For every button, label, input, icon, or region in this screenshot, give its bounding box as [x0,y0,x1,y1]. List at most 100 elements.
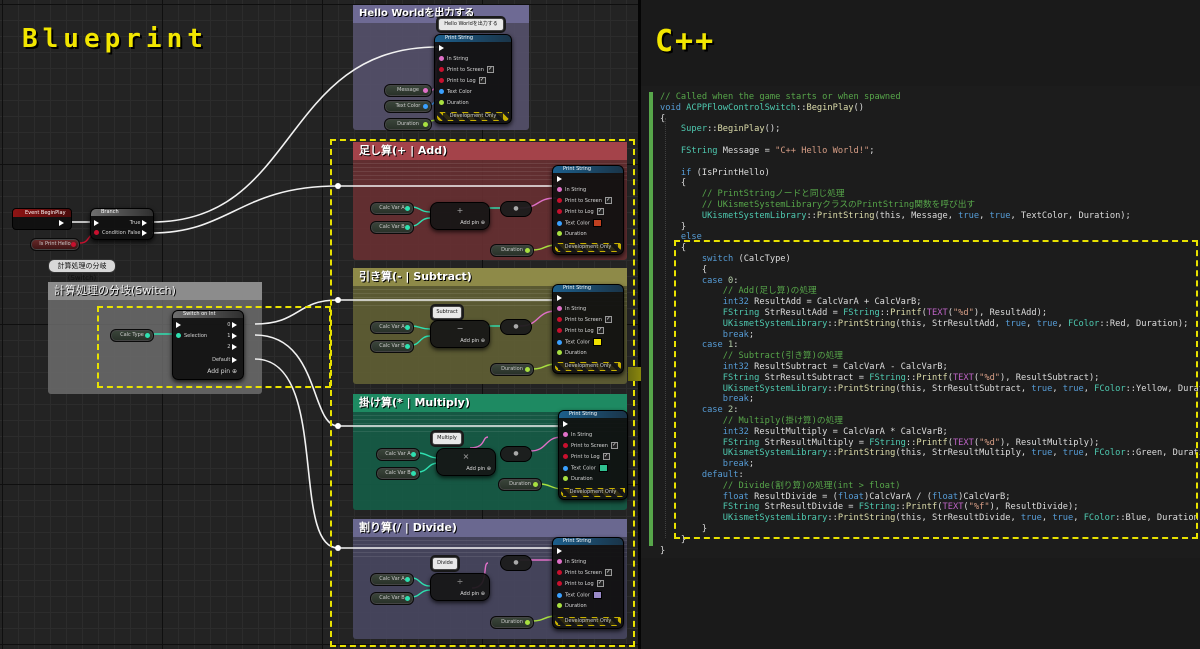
print-to-screen-pin[interactable]: Print to Screen✓ [439,66,494,74]
exec-pin[interactable] [439,44,447,52]
subtract-node[interactable]: −Add pin ⊕ [430,320,490,348]
branch-node[interactable]: Branch Condition True False [90,208,154,240]
code-line: FString StrResultMultiply = FString::Pri… [722,437,1100,448]
in-string-pin[interactable]: In String [557,558,586,566]
add-pin-button[interactable]: Add pin ⊕ [466,466,491,472]
exec-pin[interactable] [557,547,565,555]
code-line: // Add(足し算)の処理 [722,286,817,297]
exec-pin[interactable] [94,219,102,227]
duration-variable[interactable]: Duration [490,616,534,629]
in-string-pin[interactable]: In String [563,431,592,439]
print-string-node-hello[interactable]: Print String In String Print to Screen✓ … [434,34,512,124]
to-string-node[interactable]: ● [500,555,532,571]
print-string-node-add[interactable]: Print String In String Print to Screen✓ … [552,165,624,255]
is-print-hello-variable[interactable]: Is Print Hello [30,238,80,251]
duration-pin[interactable]: Duration [439,99,469,107]
calc-var-b-variable[interactable]: Calc Var B [370,221,414,234]
code-line: } [660,545,666,556]
message-variable[interactable]: Message [384,84,432,97]
duration-pin[interactable]: Duration [557,349,587,357]
calc-var-a-variable[interactable]: Calc Var A [370,321,414,334]
in-string-pin[interactable]: In String [557,305,586,313]
comment-bubble[interactable]: 計算処理の分岐(Switch) [48,259,116,282]
calc-var-b-variable[interactable]: Calc Var B [376,467,420,480]
text-color-pin[interactable]: Text Color [557,591,602,599]
multiply-literal[interactable]: Multiply [432,432,462,445]
add-pin-button[interactable]: Add pin ⊕ [460,591,485,597]
duration-pin[interactable]: Duration [563,475,593,483]
switch-on-int-node[interactable]: Switch on Int Selection 0 1 2 Default Ad… [172,310,244,380]
text-color-pin[interactable]: Text Color [557,219,602,227]
divide-literal[interactable]: Divide [432,557,458,570]
event-beginplay-node[interactable]: Event BeginPlay [12,208,72,230]
calc-var-a-variable[interactable]: Calc Var A [376,448,420,461]
exec-pin[interactable] [563,420,571,428]
exec-pin[interactable] [557,175,565,183]
exec-pin[interactable] [176,321,184,329]
blueprint-title: Blueprint [22,24,208,54]
print-to-log-pin[interactable]: Print to Log✓ [557,208,604,216]
to-string-node[interactable]: ● [500,446,532,462]
selection-pin[interactable]: Selection [176,332,207,340]
duration-pin[interactable]: Duration [557,230,587,238]
default-pin[interactable]: Default [212,356,240,364]
text-color-pin[interactable]: Text Color [439,88,472,96]
true-pin[interactable]: True [130,219,150,227]
text-color-variable[interactable]: Text Color [384,100,432,113]
print-to-screen-pin[interactable]: Print to Screen✓ [557,197,612,205]
cpp-title: C++ [655,24,716,59]
print-to-log-pin[interactable]: Print to Log✓ [557,580,604,588]
code-line: { [660,178,687,189]
calc-type-variable[interactable]: Calc Type [110,329,154,342]
code-line: default: [701,470,744,480]
add-node[interactable]: +Add pin ⊕ [430,202,490,230]
duration-variable[interactable]: Duration [490,244,534,257]
code-line: } [660,524,708,534]
duration-variable[interactable]: Duration [490,363,534,376]
blueprint-graph[interactable]: Blueprint Hello Worldを出力する 足し算(+ | Add) … [0,0,638,649]
calc-var-b-variable[interactable]: Calc Var B [370,340,414,353]
multiply-node[interactable]: ×Add pin ⊕ [436,448,496,476]
add-pin-button[interactable]: Add pin ⊕ [460,338,485,344]
in-string-pin[interactable]: In String [557,186,586,194]
calc-var-a-variable[interactable]: Calc Var A [370,202,414,215]
condition-pin[interactable]: Condition [94,229,126,237]
comment-title: 割り算(/ | Divide) [353,519,627,537]
hello-literal[interactable]: Hello Worldを出力する [438,18,504,31]
text-color-pin[interactable]: Text Color [557,338,602,346]
exec-pin[interactable] [557,294,565,302]
print-to-log-pin[interactable]: Print to Log✓ [563,453,610,461]
print-string-node-subtract[interactable]: Print String In String Print to Screen✓ … [552,284,624,374]
calc-var-a-variable[interactable]: Calc Var A [370,573,414,586]
case-2-pin[interactable]: 2 [227,343,240,351]
calc-var-b-variable[interactable]: Calc Var B [370,592,414,605]
case-1-pin[interactable]: 1 [227,332,240,340]
to-string-node[interactable]: ● [500,319,532,335]
text-color-pin[interactable]: Text Color [563,464,608,472]
print-string-node-divide[interactable]: Print String In String Print to Screen✓ … [552,537,624,629]
print-to-screen-pin[interactable]: Print to Screen✓ [563,442,618,450]
to-string-node[interactable]: ● [500,201,532,217]
cases-highlight [330,139,635,647]
print-to-screen-pin[interactable]: Print to Screen✓ [557,316,612,324]
code-line: int32 ResultAdd = CalcVarA + CalcVarB; [722,297,922,308]
code-line: // Divide(割り算)の処理(int > float) [722,480,901,491]
add-pin-button[interactable]: Add pin ⊕ [460,220,485,226]
print-to-log-pin[interactable]: Print to Log✓ [439,77,486,85]
node-title: Print String [553,166,623,173]
subtract-literal[interactable]: Subtract [432,306,462,319]
duration-variable[interactable]: Duration [384,118,432,131]
print-to-screen-pin[interactable]: Print to Screen✓ [557,569,612,577]
panel-divider [638,0,641,649]
case-0-pin[interactable]: 0 [227,321,240,329]
divide-node[interactable]: ÷Add pin ⊕ [430,573,490,601]
duration-variable[interactable]: Duration [498,478,542,491]
add-pin-button[interactable]: Add pin ⊕ [207,368,237,375]
false-pin[interactable]: False [128,229,150,237]
code-editor[interactable] [641,86,1200,558]
print-to-log-pin[interactable]: Print to Log✓ [557,327,604,335]
in-string-pin[interactable]: In String [439,55,468,63]
comment-add[interactable]: 足し算(+ | Add) [353,142,627,260]
duration-pin[interactable]: Duration [557,602,587,610]
print-string-node-multiply[interactable]: Print String In String Print to Screen✓ … [558,410,628,500]
